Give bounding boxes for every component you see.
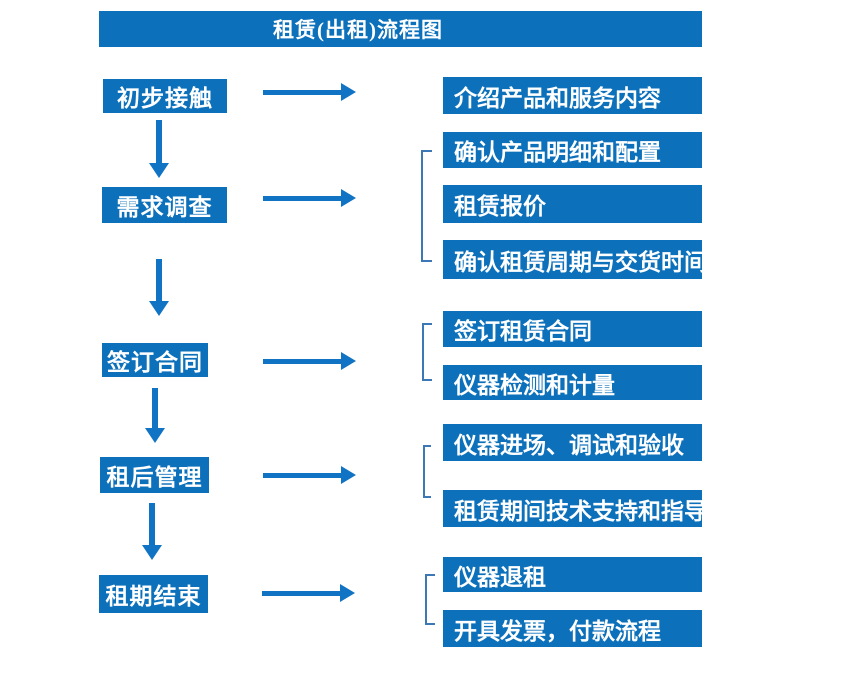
step-post-rental-management: 租后管理 — [100, 457, 209, 493]
arrow-head — [341, 83, 356, 101]
flowchart-title-bar: 租赁(出租)流程图 — [99, 11, 702, 47]
detail-sign-rental-contract: 签订租赁合同 — [443, 311, 702, 347]
right-arrow-icon — [263, 82, 356, 102]
arrow-shaft — [156, 120, 162, 163]
detail-confirm-rental-period-delivery: 确认租赁周期与交货时间 — [443, 240, 707, 279]
right-arrow-icon — [262, 583, 355, 603]
arrow-shaft — [263, 358, 341, 364]
down-arrow-icon — [142, 503, 162, 560]
arrow-head — [142, 545, 162, 560]
flowchart-title: 租赁(出租)流程图 — [273, 18, 443, 42]
down-arrow-icon — [149, 259, 169, 316]
arrow-shaft — [149, 503, 155, 545]
arrow-shaft — [263, 195, 341, 201]
arrow-shaft — [263, 89, 341, 95]
right-arrow-icon — [263, 465, 356, 485]
detail-confirm-product-details-config: 确认产品明细和配置 — [443, 132, 702, 168]
arrow-head — [341, 466, 356, 484]
group-bracket-contract-signing — [422, 323, 432, 381]
group-bracket-post-rental — [423, 445, 431, 498]
arrow-head — [149, 301, 169, 316]
detail-technical-support-during-rental: 租赁期间技术支持和指导 — [443, 490, 707, 527]
group-bracket-demand-survey — [421, 150, 432, 262]
detail-rental-quotation: 租赁报价 — [443, 185, 702, 223]
arrow-head — [340, 584, 355, 602]
step-rental-period-end: 租期结束 — [99, 575, 208, 613]
step-initial-contact: 初步接触 — [103, 79, 227, 113]
arrow-head — [145, 428, 165, 443]
detail-invoice-payment-process: 开具发票，付款流程 — [443, 610, 702, 647]
detail-introduce-products-services: 介绍产品和服务内容 — [443, 77, 702, 114]
right-arrow-icon — [263, 351, 356, 371]
right-arrow-icon — [263, 188, 356, 208]
detail-instrument-testing-calibration: 仪器检测和计量 — [443, 365, 702, 400]
down-arrow-icon — [149, 120, 169, 178]
detail-instrument-return: 仪器退租 — [443, 557, 702, 592]
arrow-shaft — [156, 259, 162, 301]
arrow-shaft — [262, 590, 340, 596]
group-bracket-rental-end — [425, 574, 435, 625]
step-demand-survey: 需求调查 — [102, 187, 227, 223]
arrow-head — [341, 189, 356, 207]
down-arrow-icon — [145, 388, 165, 443]
arrow-head — [149, 163, 169, 178]
arrow-shaft — [263, 472, 341, 478]
arrow-shaft — [152, 388, 158, 428]
step-contract-signing: 签订合同 — [102, 343, 208, 377]
detail-instrument-arrival-commissioning: 仪器进场、调试和验收 — [443, 424, 702, 461]
arrow-head — [341, 352, 356, 370]
